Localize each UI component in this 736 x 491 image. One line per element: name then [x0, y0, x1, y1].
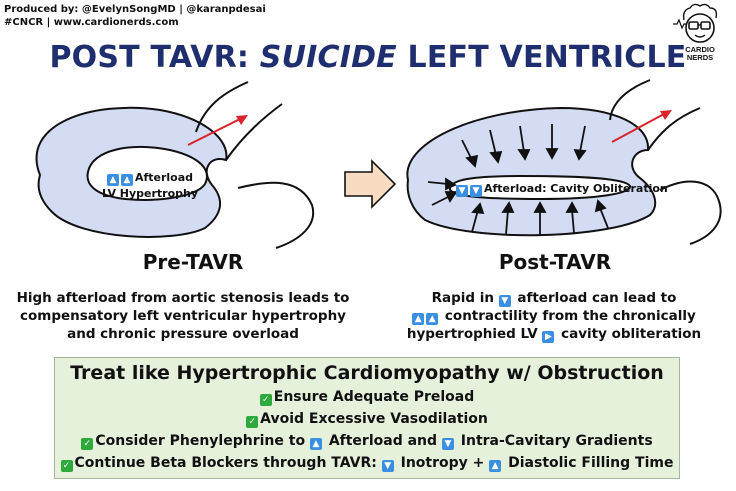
post-desc-1b: afterload can lead to [517, 290, 677, 306]
treatment-title: Treat like Hypertrophic Cardiomyopathy w… [70, 362, 664, 384]
title-part-2: LEFT VENTRICLE [396, 40, 687, 75]
post-desc-3a: hypertrophied LV [406, 326, 538, 342]
contraction-arrows [427, 124, 609, 235]
pre-lv-cavity [86, 145, 208, 201]
post-flow-arrow [611, 113, 665, 143]
title-part-1: POST TAVR: [49, 40, 260, 75]
pre-desc-line-3: and chronic pressure overload [67, 326, 299, 342]
treatment-line-4: ✓Continue Beta Blockers through TAVR: ▼ … [55, 455, 679, 472]
post-lv-wall [406, 106, 657, 237]
treatment-line-4b: Inotropy + [400, 455, 485, 471]
check-mark-icon: ✓ [246, 416, 259, 428]
down-arrow-icon: ▼ [441, 438, 454, 450]
post-desc-3b: cavity obliteration [561, 326, 702, 342]
post-tavr-label: Post-TAVR [498, 250, 612, 274]
treatment-line-4c: Diastolic Filling Time [508, 455, 674, 471]
post-desc-2: contractility from the chronically [444, 308, 696, 324]
treatment-line-4a: Continue Beta Blockers through TAVR: [74, 455, 377, 471]
post-flow-arrowhead [660, 110, 672, 120]
up-arrow-icon: ▲ [426, 313, 439, 325]
pre-desc-line-2: compensatory left ventricular hypertroph… [20, 308, 346, 324]
check-mark-icon: ✓ [60, 460, 73, 472]
pre-tavr-label: Pre-TAVR [142, 250, 244, 274]
down-arrow-icon: ▼ [456, 185, 468, 197]
treatment-box: Treat like Hypertrophic Cardiomyopathy w… [54, 357, 680, 479]
treatment-line-2: ✓Avoid Excessive Vasodilation [55, 411, 679, 428]
up-arrow-icon: ▲ [489, 460, 502, 472]
treatment-line-3: ✓Consider Phenylephrine to ▲ Afterload a… [55, 433, 679, 450]
page-title: POST TAVR: SUICIDE LEFT VENTRICLE [0, 40, 736, 75]
logo-text-bottom: NERDS [687, 53, 713, 62]
pre-aorta [195, 81, 315, 249]
down-arrow-icon: ▼ [498, 295, 511, 307]
post-lv-annotation: ▼▼Afterload: Cavity Obliteration [456, 181, 668, 197]
pre-flow-arrow [187, 118, 241, 146]
pre-afterload-text: Afterload [134, 171, 194, 184]
post-tavr-description: Rapid in ▼ afterload can lead to ▲▲ cont… [404, 289, 704, 343]
transition-arrow [344, 159, 397, 209]
post-desc-1a: Rapid in [431, 290, 494, 306]
treatment-line-1-text: Ensure Adequate Preload [273, 389, 475, 405]
treatment-line-1: ✓Ensure Adequate Preload [55, 389, 679, 406]
treatment-line-3b: Afterload and [328, 433, 438, 449]
pre-tavr-description: High afterload from aortic stenosis lead… [16, 289, 350, 343]
pre-lv-hypertrophy-text: LV Hypertrophy [101, 187, 199, 200]
post-lv-cavity [449, 174, 631, 201]
credits-line-2: #CNCR | www.cardionerds.com [4, 17, 179, 28]
up-arrow-icon: ▲ [106, 174, 119, 186]
title-italic: SUICIDE [259, 40, 397, 75]
treatment-line-3c: Intra-Cavitary Gradients [460, 433, 653, 449]
check-mark-icon: ✓ [81, 438, 94, 450]
treatment-line-3a: Consider Phenylephrine to [95, 433, 306, 449]
pre-flow-arrowhead [236, 115, 248, 125]
logo-text-top: CARDIO [685, 45, 715, 54]
right-arrow-icon: ▶ [542, 331, 555, 343]
treatment-line-2-text: Avoid Excessive Vasodilation [260, 411, 488, 427]
cardionerds-logo: CARDIO NERDS [673, 3, 718, 62]
credits: Produced by: @EvelynSongMD | @karanpdesa… [4, 3, 266, 29]
credits-line-1: Produced by: @EvelynSongMD | @karanpdesa… [4, 4, 266, 15]
up-arrow-icon: ▲ [412, 313, 425, 325]
down-arrow-icon: ▼ [381, 460, 394, 472]
post-cavity-text: Afterload: Cavity Obliteration [484, 182, 668, 195]
check-mark-icon: ✓ [259, 394, 272, 406]
pre-lv-annotation: ▲▲Afterload LV Hypertrophy [100, 170, 200, 201]
up-arrow-icon: ▲ [309, 438, 322, 450]
up-arrow-icon: ▲ [120, 174, 133, 186]
down-arrow-icon: ▼ [470, 185, 482, 197]
pre-desc-line-1: High afterload from aortic stenosis lead… [16, 290, 350, 306]
post-aorta [609, 79, 722, 245]
